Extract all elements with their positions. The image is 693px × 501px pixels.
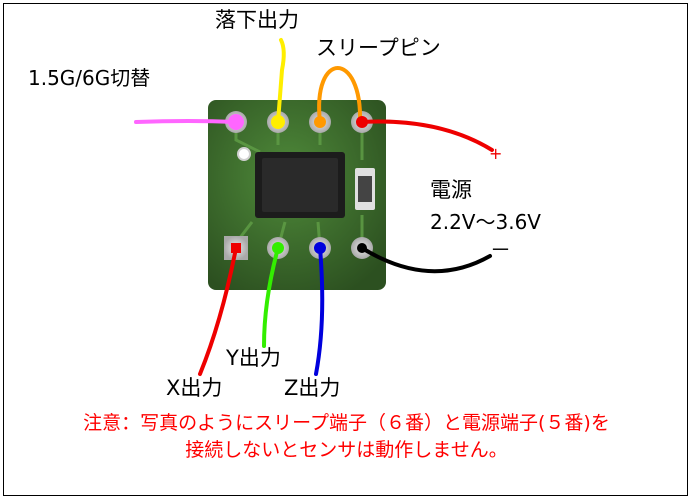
wire-magenta xyxy=(134,119,238,124)
wire-yellow xyxy=(276,38,286,124)
power-title-label: 電源 xyxy=(430,178,472,202)
power-range-label: 2.2V～3.6V xyxy=(430,210,541,234)
notice-line-2: 接続しないとセンサは動作しません。 xyxy=(185,439,508,461)
minus-label: － xyxy=(490,238,511,262)
pad-bottom-2-dot xyxy=(272,242,284,254)
x-output-label: X出力 xyxy=(166,376,223,400)
figure-frame xyxy=(3,3,688,496)
pad-bottom-1-dot xyxy=(231,243,241,253)
chip-sheen xyxy=(262,158,338,212)
wire-blue-z xyxy=(314,246,325,376)
pad-top-2-dot xyxy=(271,115,285,129)
y-output-label: Y出力 xyxy=(226,346,281,370)
range-select-label: 1.5G/6G切替 xyxy=(28,66,151,90)
capacitor-body xyxy=(358,176,372,202)
notice-line-1: 注意：写真のようにスリープ端子（６番）と電源端子(５番)を xyxy=(83,412,610,434)
wire-black-minus xyxy=(360,246,492,274)
plus-label: + xyxy=(489,144,503,163)
fall-output-label: 落下出力 xyxy=(215,8,299,32)
pad-top-3-dot xyxy=(314,116,326,128)
wire-red-x xyxy=(198,246,238,376)
z-output-label: Z出力 xyxy=(284,376,341,400)
wire-green-y xyxy=(262,246,280,348)
pad-bottom-3-dot xyxy=(314,242,326,254)
pad-top-1-dot xyxy=(228,114,244,130)
pad-bottom-4-dot xyxy=(357,243,367,253)
pad-top-4-dot xyxy=(356,116,368,128)
wire-red-plus xyxy=(360,119,494,152)
via-hole xyxy=(237,147,251,161)
sleep-pin-label: スリープピン xyxy=(316,36,441,60)
wire-orange-jumper xyxy=(317,66,363,124)
